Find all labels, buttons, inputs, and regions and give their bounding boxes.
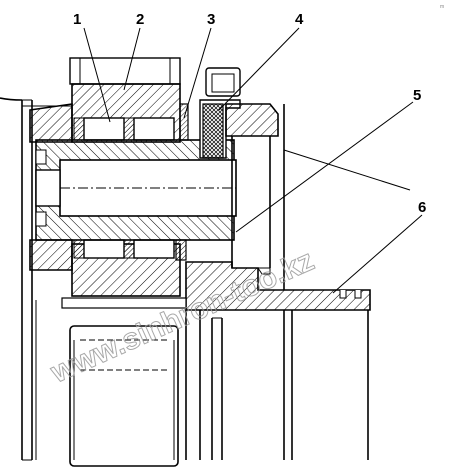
right-hub [225, 103, 285, 290]
housing-frame [21, 99, 37, 461]
corner-mark: m [440, 4, 444, 10]
leader-lines [83, 27, 423, 294]
housing-top [0, 97, 411, 191]
drum-6 [185, 261, 371, 460]
callout-2: 2 [136, 11, 144, 28]
gear-2 [69, 57, 181, 297]
callout-6: 6 [418, 199, 426, 216]
left-flange [29, 103, 73, 271]
callout-1: 1 [73, 11, 81, 28]
lower-gear [61, 297, 187, 467]
callout-3: 3 [207, 11, 215, 28]
seal-4 [199, 67, 241, 159]
callout-4: 4 [295, 11, 304, 28]
callout-5: 5 [413, 87, 421, 104]
